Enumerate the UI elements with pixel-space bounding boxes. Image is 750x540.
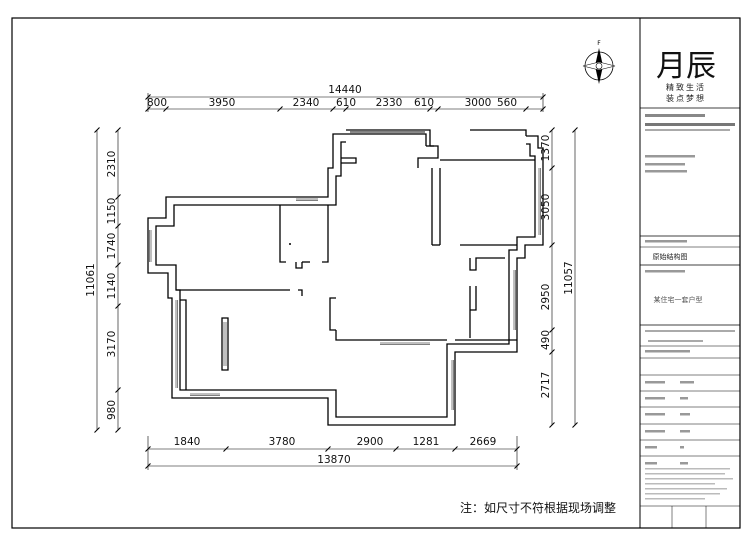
dimension-tick [115,127,121,133]
dimension-labels: 14440 800 3950 2340 610 2330 610 3000 56… [85,84,575,466]
dimension-tick [145,463,151,469]
dimension-tick [540,106,546,112]
right-dim-5: 2717 [540,372,552,399]
top-dim-4: 610 [336,97,356,109]
walls [147,129,544,426]
compass-north-label: F [597,40,601,47]
left-dim-3: 1740 [106,233,118,260]
title-block: 月辰 精致生活 装点梦想 原始结构图 某住宅一套户型 [639,18,740,528]
bottom-total-dim: 13870 [317,454,350,466]
dimension-ticks [94,94,578,469]
dimension-tick [514,446,520,452]
dimension-tick [115,262,121,268]
left-dim-2: 1150 [106,198,118,225]
left-dim-4: 1140 [106,273,118,300]
top-dim-7: 3000 [465,97,492,109]
dimension-tick [549,127,555,133]
dimension-tick [145,106,151,112]
dimension-tick [393,446,399,452]
slogan-line-2: 装点梦想 [666,93,706,103]
right-dim-3: 2950 [540,284,552,311]
top-dim-6: 610 [414,97,434,109]
top-dim-8: 560 [497,97,517,109]
dimension-tick [277,106,283,112]
windows [149,131,541,410]
left-dim-1: 2310 [106,151,118,178]
right-total-dim: 11057 [563,261,575,294]
bottom-dim-3: 2900 [357,436,384,448]
drawing-name: 原始结构图 [653,252,688,261]
dimension-tick [115,387,121,393]
dimension-tick [145,446,151,452]
dimension-tick [523,106,529,112]
north-compass: F [582,40,616,84]
right-dim-2: 3050 [540,194,552,221]
dimension-tick [549,242,555,248]
dimension-tick [572,127,578,133]
dimension-tick [540,94,546,100]
dimension-tick [330,106,336,112]
bottom-dim-5: 2669 [470,436,497,448]
dimension-tick [435,106,441,112]
top-total-dim: 14440 [328,84,361,96]
dimension-tick [115,194,121,200]
dimension-tick [549,165,555,171]
dimension-tick [427,106,433,112]
dimension-tick [115,427,121,433]
left-dim-6: 980 [106,400,118,420]
dimension-tick [163,106,169,112]
dimension-tick [94,427,100,433]
dimension-tick [115,303,121,309]
dimension-tick [223,446,229,452]
dimension-tick [325,446,331,452]
right-dim-4: 490 [540,330,552,350]
dimension-tick [549,422,555,428]
dimension-tick [452,446,458,452]
dimension-tick [572,422,578,428]
dimension-tick [145,94,151,100]
top-dim-1: 800 [147,97,167,109]
dimension-tick [115,223,121,229]
dimension-tick [514,463,520,469]
left-dim-5: 3170 [106,331,118,358]
drawing-note: 注：如尺寸不符根据现场调整 [460,500,616,515]
dimension-tick [549,327,555,333]
bottom-dim-4: 1281 [413,436,440,448]
floor-drain [289,243,291,245]
bottom-dim-2: 3780 [269,436,296,448]
dimension-tick [549,349,555,355]
top-dim-2: 3950 [209,97,236,109]
left-total-dim: 11061 [85,263,97,296]
project-label: 某住宅一套户型 [654,295,703,304]
sheet-border [11,17,741,529]
dimension-tick [94,127,100,133]
right-dim-1: 1370 [540,135,552,162]
bottom-dim-1: 1840 [174,436,201,448]
dimension-tick [343,106,349,112]
slogan-line-1: 精致生活 [666,82,706,92]
top-dim-5: 2330 [376,97,403,109]
top-dim-3: 2340 [293,97,320,109]
company-logo: 月辰 [656,49,716,84]
